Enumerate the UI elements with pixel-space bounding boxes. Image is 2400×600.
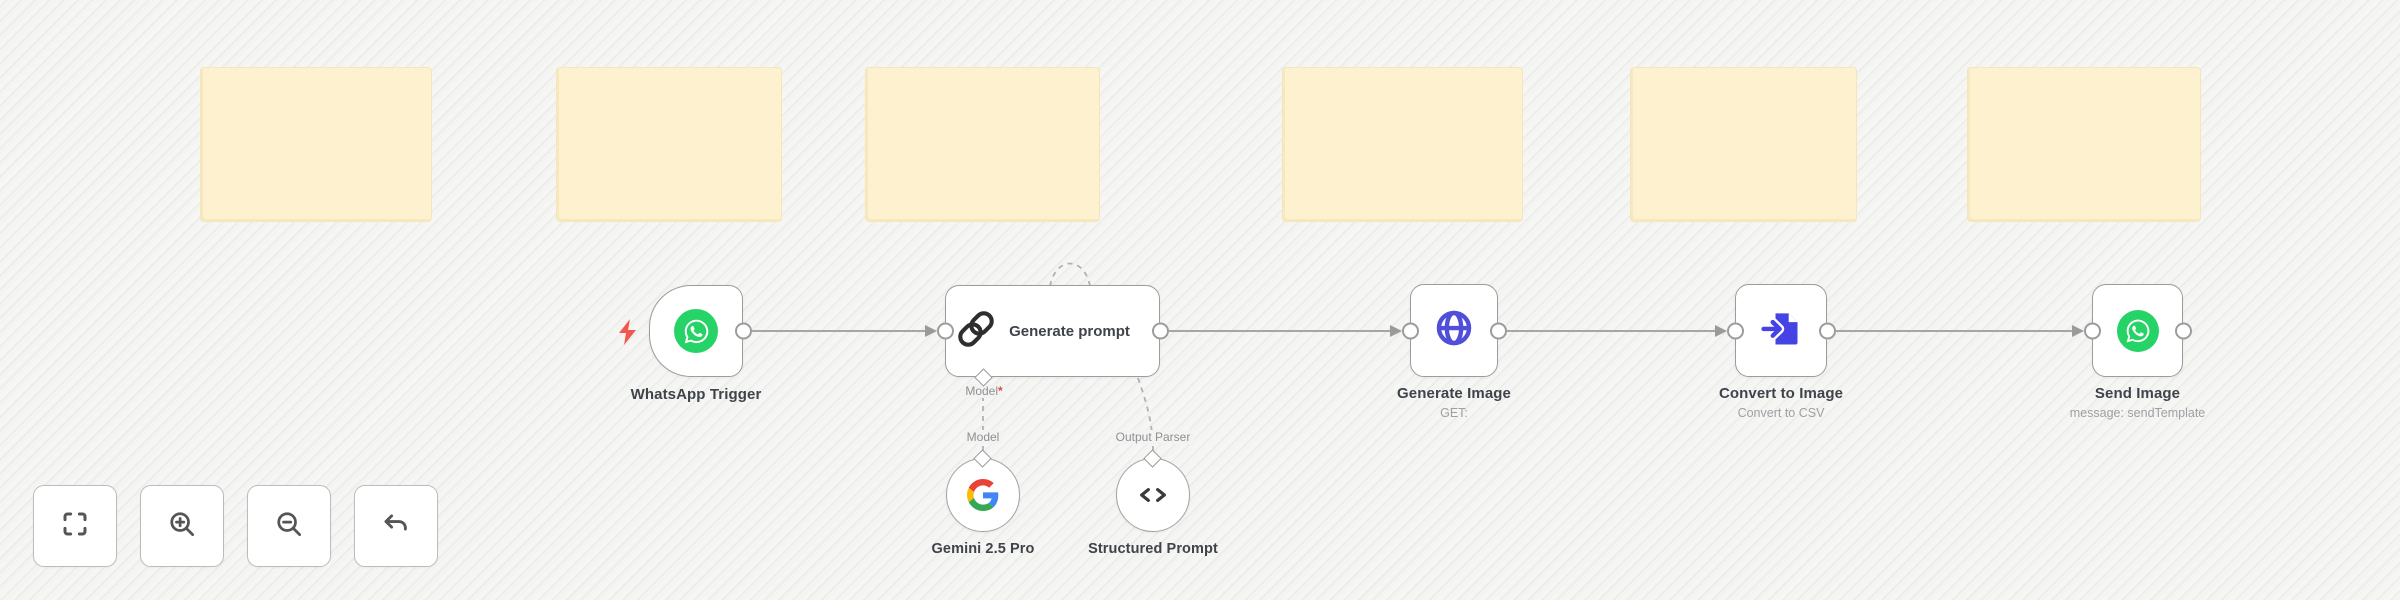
- connection-loop-arc-dashed: [1049, 262, 1091, 287]
- sticky-note[interactable]: [1967, 67, 2201, 222]
- node-subtitle: message: sendTemplate: [2069, 406, 2206, 420]
- zoom-in-button[interactable]: [140, 485, 224, 567]
- sticky-note[interactable]: [1282, 67, 1523, 222]
- subnode-gemini-model[interactable]: Model Gemini 2.5 Pro: [932, 430, 1034, 557]
- node-label: Generate prompt: [1009, 322, 1130, 340]
- node-generate-prompt[interactable]: Generate prompt Model*: [936, 285, 1169, 398]
- sticky-note[interactable]: [865, 67, 1100, 222]
- zoom-out-icon: [274, 509, 304, 544]
- sticky-note[interactable]: [556, 67, 782, 222]
- sticky-note[interactable]: [200, 67, 432, 222]
- zoom-out-button[interactable]: [247, 485, 331, 567]
- node-generate-image[interactable]: Generate Image GET:: [1397, 284, 1511, 420]
- input-port[interactable]: [936, 322, 954, 340]
- input-port[interactable]: [1401, 322, 1419, 339]
- node-label: Send Image: [2094, 385, 2181, 402]
- node-convert-to-image[interactable]: Convert to Image Convert to CSV: [1719, 284, 1843, 420]
- undo-button[interactable]: [354, 485, 438, 567]
- node-subtitle: Convert to CSV: [1737, 406, 1825, 420]
- node-subtitle: GET:: [1440, 406, 1468, 420]
- subnode-label: Structured Prompt: [1088, 541, 1218, 557]
- connection-arrowhead: [2072, 325, 2084, 337]
- zoom-in-icon: [167, 509, 197, 544]
- whatsapp-icon: [2116, 309, 2159, 352]
- connection-arrowhead: [925, 325, 937, 337]
- node-whatsapp-trigger[interactable]: WhatsApp Trigger: [619, 285, 761, 403]
- globe-icon: [1433, 307, 1475, 354]
- fit-view-button[interactable]: [33, 485, 117, 567]
- connection-arrowhead: [1715, 325, 1727, 337]
- code-brackets-icon: [1137, 479, 1169, 516]
- input-port[interactable]: [1726, 322, 1744, 339]
- output-port[interactable]: [1818, 322, 1836, 339]
- model-connector-label: Model: [963, 430, 1003, 444]
- sticky-note[interactable]: [1630, 67, 1857, 222]
- file-import-icon: [1759, 306, 1803, 355]
- undo-icon: [381, 509, 411, 544]
- subnode-structured-prompt[interactable]: Output Parser Structured Prompt: [1088, 430, 1218, 557]
- required-asterisk: *: [998, 384, 1003, 398]
- output-parser-connector-label: Output Parser: [1112, 430, 1194, 444]
- output-port[interactable]: [1151, 322, 1169, 340]
- node-label: WhatsApp Trigger: [630, 386, 762, 403]
- output-port[interactable]: [734, 322, 752, 340]
- output-port[interactable]: [2174, 322, 2192, 339]
- lightning-bolt-icon: [616, 318, 640, 351]
- canvas-controls: [33, 485, 438, 567]
- connection-arrowhead: [1390, 325, 1402, 337]
- model-required-label: Model*: [962, 384, 1006, 398]
- google-g-icon: [967, 478, 999, 516]
- whatsapp-icon: [674, 309, 718, 353]
- node-label: Convert to Image: [1718, 385, 1844, 402]
- chain-link-icon: [957, 310, 995, 353]
- node-send-image[interactable]: Send Image message: sendTemplate: [2070, 284, 2205, 420]
- output-port[interactable]: [1489, 322, 1507, 339]
- node-label: Generate Image: [1397, 385, 1511, 402]
- input-port[interactable]: [2083, 322, 2101, 339]
- subnode-label: Gemini 2.5 Pro: [931, 541, 1035, 557]
- fit-view-icon: [60, 509, 90, 544]
